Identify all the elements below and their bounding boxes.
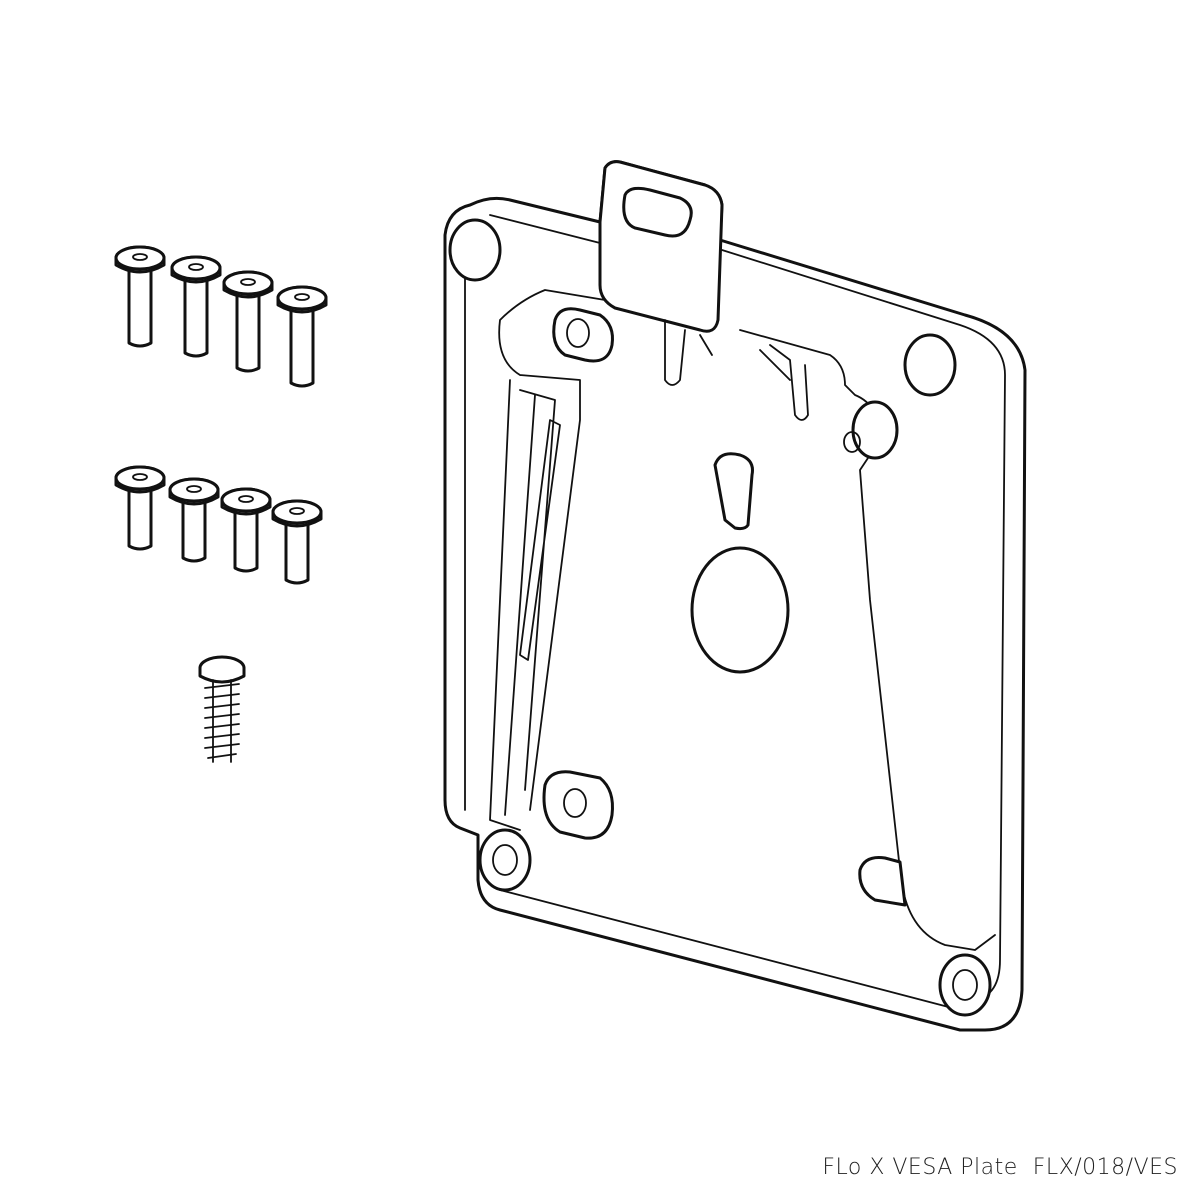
screw	[271, 499, 323, 585]
screw	[168, 477, 220, 563]
screw	[114, 465, 166, 551]
slide-channel	[504, 389, 561, 816]
screw	[276, 285, 328, 388]
center-hole	[690, 546, 790, 674]
long-screws	[114, 245, 328, 388]
screw	[170, 255, 222, 358]
tab	[598, 160, 724, 333]
product-code: FLX/018/VES	[1032, 1155, 1178, 1180]
product-name: FLo X VESA Plate	[822, 1155, 1018, 1180]
product-caption: FLo X VESA Plate FLX/018/VES	[822, 1155, 1178, 1180]
screw	[220, 487, 272, 573]
self-tapping-screw	[198, 655, 246, 763]
vesa-plate	[443, 160, 1027, 1032]
short-screws	[114, 465, 323, 585]
mounting-holes	[448, 218, 992, 1017]
screw	[114, 245, 166, 348]
screw	[222, 270, 274, 373]
latch-clip	[713, 452, 754, 531]
plate-rim	[464, 214, 1006, 1011]
